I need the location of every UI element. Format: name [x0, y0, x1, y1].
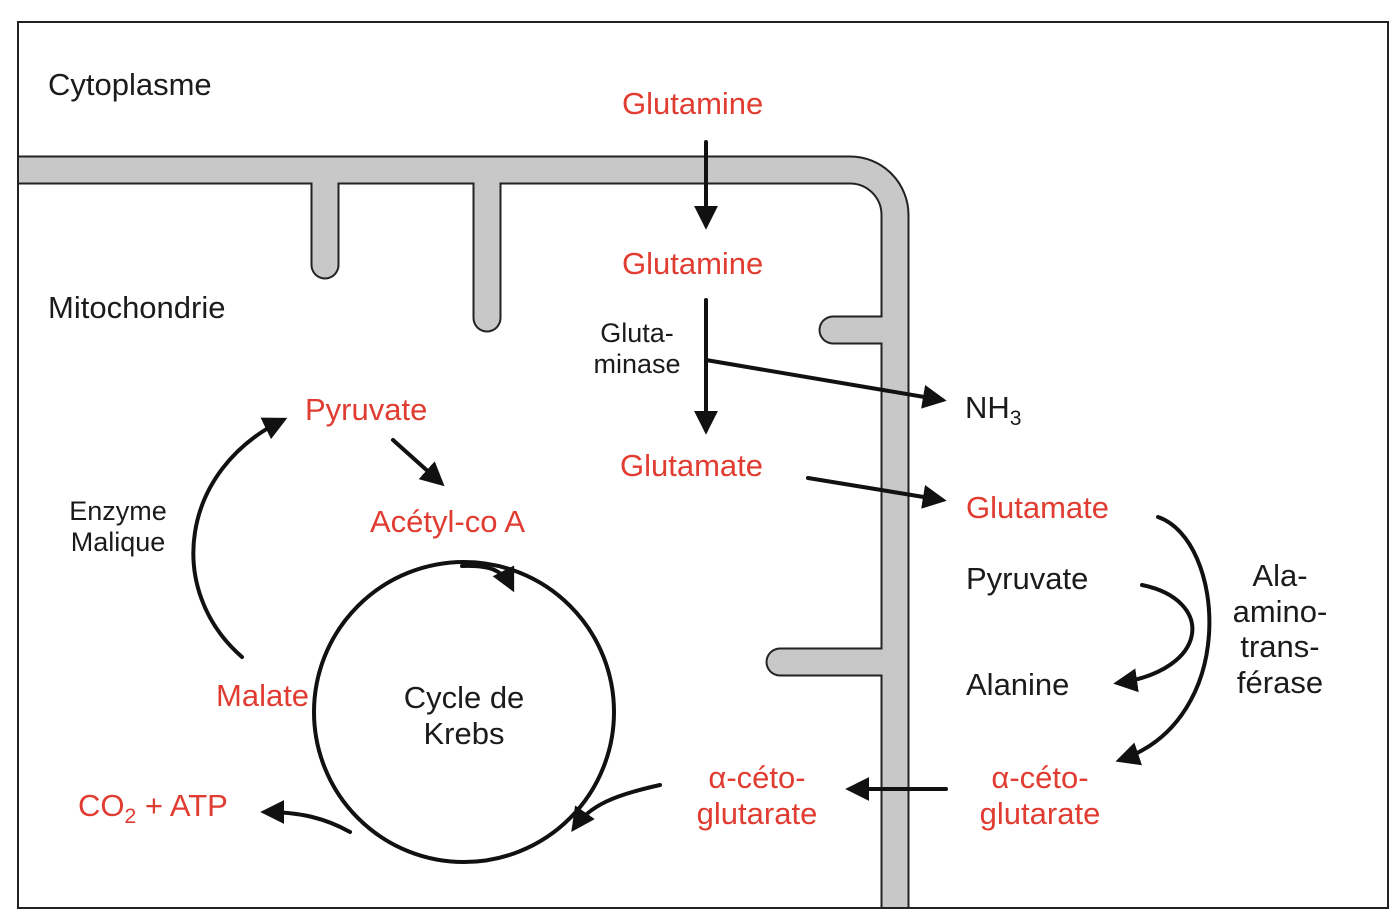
ala-aminotransferase-line1: Ala- — [1252, 558, 1308, 593]
arrow-akg-into-cycle — [571, 783, 662, 832]
arrow-malic-enzyme — [191, 417, 288, 659]
pyruvate-cytoplasm-label: Pyruvate — [966, 561, 1089, 596]
krebs-cycle-ring — [312, 560, 616, 864]
nh3-subscript: 3 — [1009, 406, 1022, 430]
figure-frame — [17, 21, 1389, 909]
arrow-nh3-release — [704, 358, 947, 409]
glutamine-cytoplasm-label: Glutamine — [622, 86, 764, 121]
arrow-pyruvate-to-acetylcoa — [391, 438, 445, 487]
ala-aminotransferase-label: Ala- amino- trans- férase — [1210, 558, 1350, 701]
malate-label: Malate — [216, 678, 310, 713]
malic-enzyme-line2: Malique — [70, 527, 166, 558]
krebs-cycle-line2: Krebs — [423, 715, 505, 751]
glutaminase-label: Gluta- minase — [572, 318, 702, 380]
co2-atp-label: CO2 + ATP — [78, 788, 228, 828]
glutamine-mitochondrion-label: Glutamine — [622, 246, 764, 281]
co2-subscript: 2 — [124, 804, 137, 828]
akg-mitochondrion-line1: α-céto- — [708, 760, 806, 795]
arrow-glutamate-export — [806, 476, 947, 509]
akg-cytoplasm-label: α-céto- glutarate — [955, 760, 1125, 831]
glutaminase-line1: Gluta- — [600, 318, 674, 348]
akg-cytoplasm-line1: α-céto- — [991, 760, 1089, 795]
nh3-base: NH — [965, 390, 1010, 425]
cytoplasm-label: Cytoplasme — [48, 67, 212, 102]
alanine-label: Alanine — [966, 667, 1070, 702]
atp-text: + ATP — [136, 788, 228, 823]
mitochondrial-membrane — [19, 155, 910, 907]
co2-base: CO — [78, 788, 125, 823]
ala-aminotransferase-line3: trans- — [1240, 629, 1320, 665]
acetyl-coa-label: Acétyl-co A — [370, 504, 526, 539]
akg-cytoplasm-line2: glutarate — [979, 795, 1101, 831]
arrow-acetylcoa-into-cycle — [460, 563, 515, 593]
glutamate-mitochondrion-label: Glutamate — [620, 448, 764, 483]
glutamate-cytoplasm-label: Glutamate — [966, 490, 1110, 525]
krebs-cycle-line1: Cycle de — [403, 680, 525, 715]
arrow-transamination — [1115, 515, 1212, 766]
ala-aminotransferase-line2: amino- — [1232, 593, 1328, 629]
arrow-cycle-to-co2-atp — [260, 800, 352, 834]
mitochondrion-label: Mitochondrie — [48, 290, 226, 325]
akg-mitochondrion-label: α-céto- glutarate — [672, 760, 842, 831]
pyruvate-mitochondrion-label: Pyruvate — [305, 392, 428, 427]
arrow-pyruvate-to-alanine — [1113, 583, 1195, 693]
akg-mitochondrion-line2: glutarate — [696, 795, 818, 831]
ala-aminotransferase-line4: férase — [1236, 664, 1324, 700]
malic-enzyme-label: Enzyme Malique — [48, 496, 188, 558]
nh3-label: NH3 — [965, 390, 1022, 430]
glutaminase-line2: minase — [593, 349, 681, 380]
krebs-cycle-label: Cycle de Krebs — [374, 680, 554, 751]
malic-enzyme-line1: Enzyme — [69, 496, 167, 526]
